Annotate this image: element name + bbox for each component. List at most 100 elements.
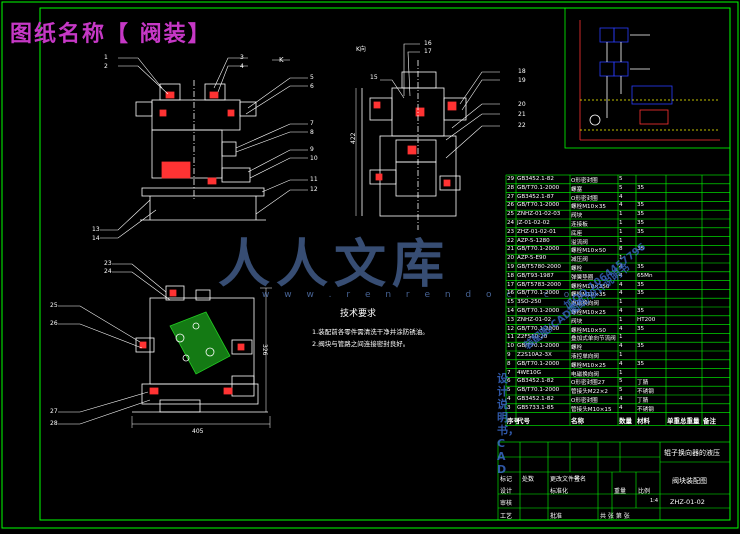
bom-cell-mat: 35: [637, 360, 645, 367]
callout-number: 4: [240, 63, 244, 70]
bom-cell-name: 阀块: [571, 213, 583, 220]
bom-cell-code: GB3452.1-82: [517, 176, 554, 182]
bom-cell-mat: 65Mn: [637, 272, 653, 279]
bom-cell-no: 21: [507, 246, 515, 253]
bom-cell-qty: 4: [619, 325, 623, 332]
callout-number: 27: [50, 408, 58, 415]
bom-cell-mat: 丁腈: [637, 380, 649, 387]
bom-cell-code: GB5733.1-85: [517, 404, 554, 411]
bottom-view: [132, 285, 268, 413]
bom-header-mat: 材料: [637, 416, 650, 425]
tb-label-ratio: 比例: [638, 488, 651, 495]
bom-cell-code: GB/T5783-2000: [517, 281, 561, 288]
view-label-k: K: [279, 56, 284, 64]
bom-cell-mat: 35: [637, 220, 645, 226]
callout-number: 1: [104, 54, 108, 61]
bom-header-code: 代号: [517, 416, 530, 425]
bom-cell-code: GB/T70.1-2000: [517, 360, 560, 367]
tb-label-marker: 标记: [500, 476, 513, 483]
callout-number: 10: [310, 155, 318, 162]
bom-cell-no: 17: [507, 281, 515, 288]
bom-cell-name: O形密封圈27: [571, 380, 605, 387]
bom-cell-mat: 35: [637, 184, 645, 191]
bom-cell-mat: 35: [637, 202, 645, 209]
bom-cell-no: 9: [507, 352, 511, 358]
tb-label-design: 设计: [500, 488, 513, 495]
bom-header-no: 序号: [507, 416, 520, 425]
bom-cell-name: O形密封圈: [571, 195, 598, 202]
bom-cell-qty: 5: [619, 184, 623, 191]
bom-cell-name: 弹簧垫圈: [571, 274, 594, 281]
bom-cell-code: GB/T70.1-2000: [517, 184, 560, 191]
callout-number: 15: [370, 74, 378, 81]
bom-cell-no: 13: [507, 316, 515, 323]
bom-cell-mat: 35: [637, 211, 645, 218]
bom-cell-no: 18: [507, 272, 515, 279]
bom-cell-code: ZNHZ-01-02: [517, 316, 552, 323]
bom-cell-name: 螺栓M10×50: [571, 248, 606, 255]
bom-cell-no: 8: [507, 360, 511, 367]
bom-cell-no: 6: [507, 378, 511, 385]
bom-cell-name: 螺栓: [571, 345, 583, 352]
bom-cell-code: GB/T70.1-2000: [517, 202, 560, 209]
bom-cell-name: O形密封圈: [571, 178, 598, 184]
bom-cell-code: GB/T70.1-2000: [517, 343, 560, 350]
callout-number: 21: [518, 111, 526, 118]
bom-cell-name: 阀块: [571, 318, 583, 325]
bom-cell-no: 26: [507, 202, 515, 209]
bom-cell-code: GB/T70.1-2000: [517, 387, 560, 394]
bom-cell-code: GB3452.1-87: [517, 193, 554, 200]
callout-number: 28: [50, 420, 58, 427]
tb-label-review: 审核: [500, 500, 513, 507]
callout-number: 8: [310, 129, 314, 136]
bom-cell-name: 电磁换向阀: [571, 301, 599, 308]
callout-number: 20: [518, 101, 526, 108]
drawing-title: 阀块装配图: [672, 477, 707, 485]
bom-cell-no: 16: [507, 290, 515, 297]
bom-header-note: 备注: [703, 416, 716, 425]
bom-cell-qty: 1: [619, 255, 623, 262]
bom-cell-qty: 1: [619, 299, 623, 306]
tech-requirement-1: 1.装配前各零件需清洗干净并涂防锈油。: [312, 328, 429, 336]
bom-cell-name: 电磁换向阀: [571, 371, 599, 378]
dim-vertical-side: 422: [350, 132, 357, 144]
bom-cell-qty: 4: [619, 404, 623, 411]
bom-cell-name: 底座: [571, 230, 583, 237]
bom-cell-qty: 5: [619, 176, 623, 182]
drawing-name-banner: 图纸名称【 阀装】: [10, 21, 212, 47]
bom-cell-mat: 35: [637, 343, 645, 350]
bom-cell-code: GB/T70.1-2000: [517, 290, 560, 297]
bom-cell-no: 3: [507, 404, 511, 411]
bom-cell-code: Z2S10A2-3X: [517, 352, 552, 358]
bom-cell-code: 4WE10G: [517, 369, 542, 376]
watermark-side: 设计说明书，CAD: [497, 372, 519, 476]
callout-number: 17: [424, 48, 432, 55]
title-block-grid: [497, 441, 731, 521]
bom-cell-code: Z2FS10-20: [517, 334, 548, 341]
bom-cell-qty: 5: [619, 378, 623, 385]
callout-number: 24: [104, 268, 112, 275]
bom-cell-qty: 1: [619, 316, 623, 323]
bom-cell-name: O形密封圈: [571, 398, 598, 404]
callout-number: 23: [104, 260, 112, 267]
bom-cell-mat: HT200: [637, 316, 656, 323]
bom-cell-code: JZ-01-02-02: [517, 220, 550, 226]
bom-cell-name: 连接板: [571, 222, 588, 228]
watermark-logo-text: 人人文库: [218, 234, 451, 295]
bom-cell-qty: 4: [619, 264, 623, 270]
tech-requirement-2: 2.阀块与管路之间连接密封良好。: [312, 340, 410, 348]
tb-label-sign: 签名: [574, 476, 587, 483]
bom-cell-no: 14: [507, 308, 515, 314]
tb-label-std: 标准化: [550, 488, 569, 495]
project-name: 辊子换向器的液压: [664, 449, 720, 457]
bom-cell-name: 螺栓M10×25: [571, 362, 606, 369]
bom-cell-qty: 1: [619, 220, 623, 226]
bom-cell-no: 29: [507, 176, 515, 182]
bottom-callouts: [58, 263, 171, 425]
bom-table-grid: [505, 174, 731, 426]
bom-cell-name: 液控单向阀: [571, 354, 599, 360]
dim-horizontal: 405: [192, 428, 204, 435]
callout-number: 12: [310, 186, 318, 193]
